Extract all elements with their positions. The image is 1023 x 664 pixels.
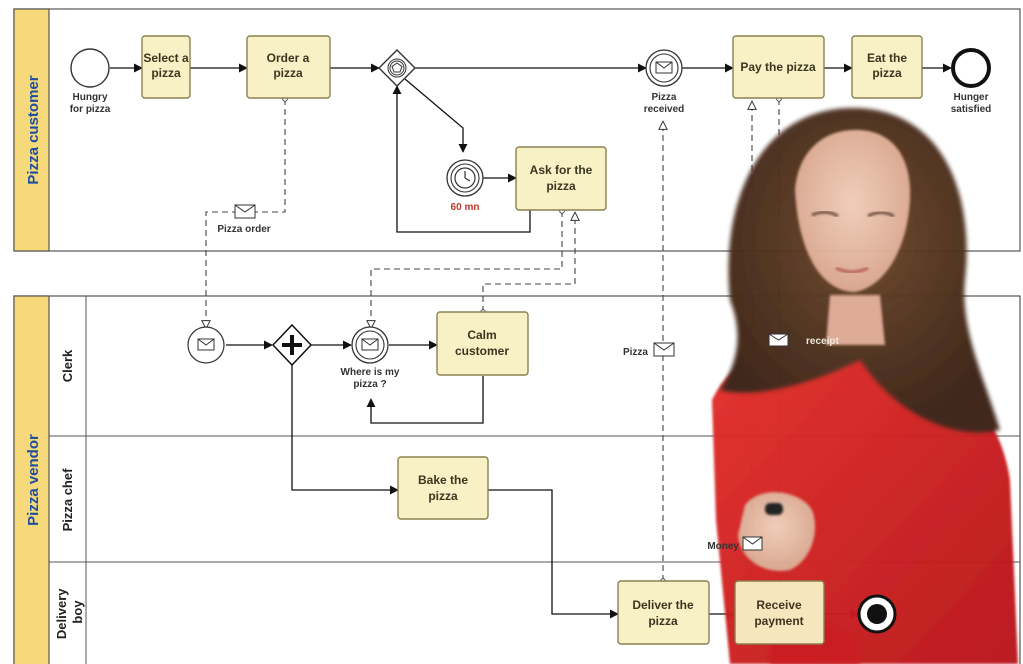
envelope-icon [361,338,379,351]
svg-text:Pay the pizza: Pay the pizza [740,60,816,74]
svg-text:60 mn: 60 mn [451,202,480,213]
envelope-icon [234,204,256,219]
envelope-icon [197,338,215,351]
envelope-icon [768,333,789,347]
message-label-pizza: Pizza [623,342,675,358]
end-event-vendor[interactable] [857,594,897,634]
svg-text:Money: Money [707,541,739,552]
envelope-icon [653,342,675,357]
svg-text:Pizza: Pizza [623,347,648,358]
pool-label-band [13,8,50,252]
event-based-gateway[interactable] [378,49,416,87]
envelope-icon [655,61,673,74]
lane-label-clerk: Clerk [60,349,75,382]
message-start-event-clerk[interactable] [187,326,225,364]
message-label-money: Money [707,536,763,552]
clock-icon [454,167,476,189]
pool-label-band [13,295,50,664]
parallel-gateway[interactable] [271,323,313,367]
lane-label-pizza-chef: Pizza chef [60,468,75,532]
envelope-icon [742,536,763,551]
pool-label-vendor: Pizza vendor [25,434,42,526]
svg-text:Pizza order: Pizza order [217,224,270,235]
timer-event[interactable]: 60 mn [446,159,484,213]
pool-label-customer: Pizza customer [25,75,42,184]
message-label-pizza-order: Pizza order [217,204,271,235]
lane-label-delivery-boy: Delivery boy [54,585,85,639]
message-label-receipt: receipt [768,333,839,347]
svg-text:receipt: receipt [806,336,839,347]
task-pay-the-pizza[interactable]: Pay the pizza [732,35,825,99]
woman-photo-overlay [712,107,1018,664]
